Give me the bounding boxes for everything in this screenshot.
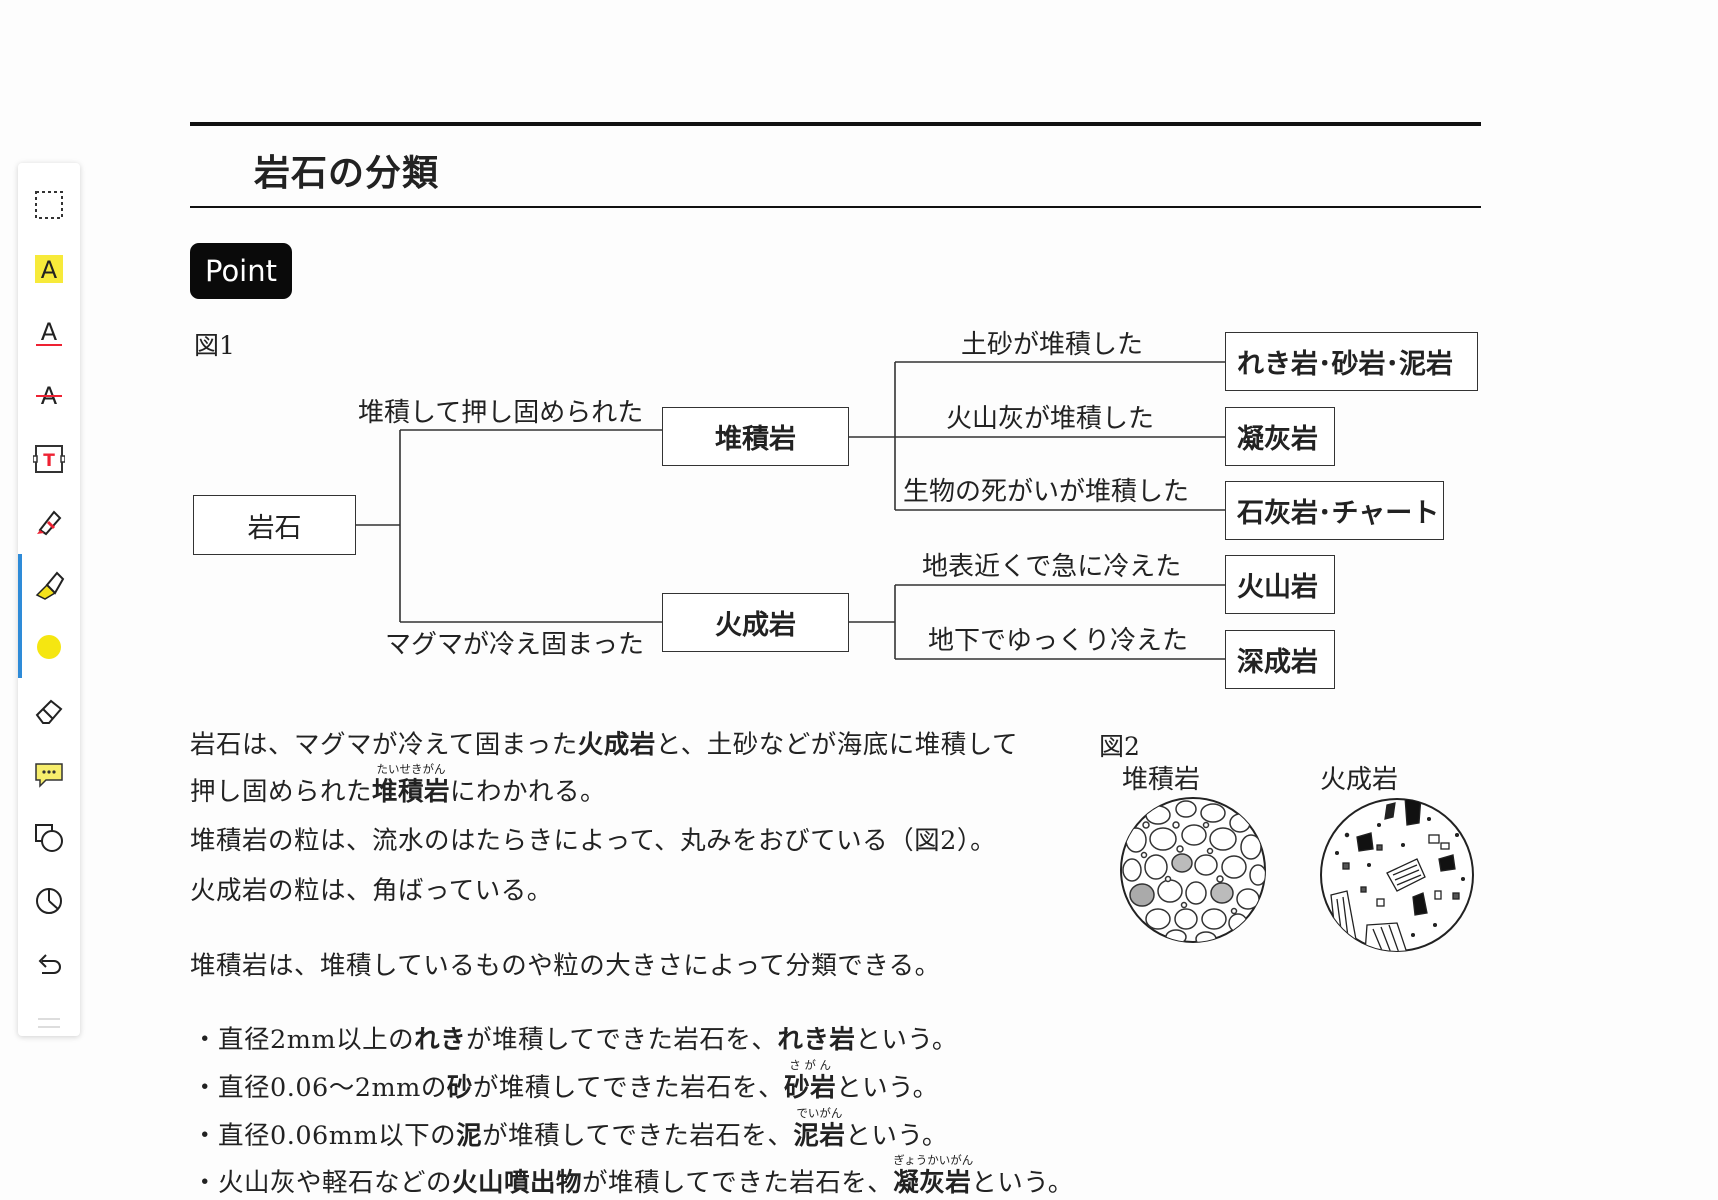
bullet-1-text-c: が堆積してできた岩石を、	[466, 1025, 778, 1055]
text-box-letter: T	[43, 451, 55, 471]
eraser-icon[interactable]	[18, 686, 80, 736]
figure2-label: 図2	[1099, 732, 1140, 761]
edge-label-sedimentary: 堆積して押し固められた	[358, 398, 644, 428]
igneous-grain-illustration	[1320, 798, 1474, 952]
p1-term-sedimentary-text: 堆積岩	[372, 777, 451, 807]
bullet-3-text-c: が堆積してできた岩石を、	[482, 1121, 794, 1151]
edge-label-organic: 生物の死がいが堆積した	[903, 477, 1190, 507]
bullet-tuff: ・火山灰や軽石などの火山噴出物が堆積してできた岩石を、ぎょうかいがん凝灰岩という…	[192, 1153, 1074, 1199]
paragraph-4: 堆積岩は、堆積しているものや粒の大きさによって分類できる。	[190, 951, 941, 981]
bullet-1-rock-text: れき岩	[777, 1025, 856, 1055]
selection-rect-icon[interactable]	[18, 180, 80, 230]
edge-label-slow-cooling: 地下でゆっくり冷えた	[928, 626, 1189, 656]
bullet-1-rock: れき岩	[777, 1025, 855, 1055]
header-top-rule	[190, 122, 1481, 126]
leaf-plutonic-rock: 深成岩	[1225, 630, 1335, 689]
edge-label-sediment: 土砂が堆積した	[961, 330, 1144, 360]
bullet-2-term: 砂	[446, 1073, 473, 1103]
toolbar-drag-handle[interactable]	[38, 1018, 60, 1028]
bullet-2-text-a: ・直径0.06～2mmの	[192, 1073, 447, 1103]
bullet-4-term: 火山噴出物	[452, 1168, 583, 1198]
page-title: 岩石の分類	[254, 153, 440, 194]
highlighter-icon[interactable]	[18, 554, 80, 616]
bullet-3-text-a: ・直径0.06mm以下の	[192, 1121, 457, 1151]
node-igneous-rock: 火成岩	[662, 593, 849, 652]
ruby-gyoukaigan: ぎょうかいがん	[893, 1153, 974, 1167]
leaf-tuff: 凝灰岩	[1225, 407, 1335, 466]
paragraph-1-line-2: 押し固められたたいせきがん堆積岩にわかれる。	[190, 762, 607, 808]
text-underline-icon[interactable]: A	[18, 308, 80, 358]
bullet-4-rock: ぎょうかいがん凝灰岩	[893, 1153, 973, 1198]
bullet-mudstone: ・直径0.06mm以下の泥が堆積してできた岩石を、でいがん泥岩という。	[192, 1106, 948, 1152]
leaf-limestone-chert: 石灰岩･チャート	[1225, 481, 1444, 540]
sedimentary-grain-illustration	[1120, 797, 1266, 943]
bullet-4-text-c: が堆積してできた岩石を、	[582, 1168, 894, 1198]
bullet-3-text-e: という。	[845, 1121, 948, 1151]
ruby-taisekigan: たいせきがん	[376, 762, 446, 776]
bullet-3-rock-text: 泥岩	[793, 1121, 846, 1151]
header-bottom-rule	[190, 206, 1481, 208]
bullet-4-rock-text: 凝灰岩	[893, 1168, 972, 1198]
bullet-2-rock-text: 砂岩	[784, 1073, 837, 1103]
bullet-1-text-a: ・直径2mm以上の	[192, 1025, 415, 1055]
annotation-toolbar: A A A T	[18, 163, 80, 1036]
p1-text-c: と、土砂などが海底に堆積して	[655, 730, 1018, 760]
bullet-3-term: 泥	[456, 1121, 483, 1151]
bullet-2-rock: さ が ん砂岩	[784, 1058, 837, 1103]
p1-term-sedimentary: たいせきがん堆積岩	[372, 762, 451, 807]
p1-text-d: 押し固められた	[190, 777, 373, 807]
bullet-4-text-e: という。	[971, 1168, 1074, 1198]
edge-label-volcanic-ash: 火山灰が堆積した	[946, 404, 1155, 434]
point-badge: Point	[190, 243, 292, 299]
bullet-conglomerate: ・直径2mm以上のれきが堆積してできた岩石を、れき岩という。	[192, 1019, 958, 1056]
p1-text-a: 岩石は、マグマが冷えて固まった	[190, 730, 578, 760]
undo-icon[interactable]	[18, 939, 80, 989]
bullet-2-text-e: という。	[836, 1073, 939, 1103]
text-highlight-icon[interactable]: A	[18, 244, 80, 294]
p1-term-igneous: 火成岩	[577, 730, 656, 760]
paragraph-2: 堆積岩の粒は、流水のはたらきによって、丸みをおびている（図2）。	[190, 826, 997, 856]
paragraph-1-line-1: 岩石は、マグマが冷えて固まった火成岩と、土砂などが海底に堆積して	[190, 724, 1018, 761]
text-highlight-letter: A	[41, 256, 58, 284]
bullet-3-rock: でいがん泥岩	[793, 1106, 846, 1151]
node-sedimentary-rock: 堆積岩	[662, 407, 849, 466]
figure2-caption-igneous: 火成岩	[1320, 765, 1399, 795]
text-underline-letter: A	[41, 318, 58, 346]
node-rock: 岩石	[193, 495, 356, 555]
leaf-volcanic-rock: 火山岩	[1225, 555, 1335, 614]
edge-label-igneous: マグマが冷え固まった	[385, 630, 644, 660]
paragraph-3: 火成岩の粒は、角ばっている。	[190, 876, 553, 906]
pie-timer-icon[interactable]	[18, 876, 80, 926]
text-box-icon[interactable]: T	[18, 434, 80, 484]
bullet-2-text-c: が堆積してできた岩石を、	[472, 1073, 785, 1103]
figure1-label: 図1	[194, 331, 235, 360]
shapes-icon[interactable]	[18, 813, 80, 863]
bullet-sandstone: ・直径0.06～2mmの砂が堆積してできた岩石を、さ が ん砂岩という。	[192, 1058, 939, 1104]
pen-icon[interactable]	[18, 496, 80, 546]
edge-label-rapid-cooling: 地表近くで急に冷えた	[922, 552, 1182, 582]
bullet-4-text-a: ・火山灰や軽石などの	[192, 1168, 453, 1198]
comment-icon[interactable]	[18, 750, 80, 800]
bullet-1-text-e: という。	[855, 1025, 958, 1055]
bullet-1-term: れき	[414, 1025, 467, 1055]
leaf-conglomerate-sandstone-mudstone: れき岩･砂岩･泥岩	[1225, 332, 1478, 391]
color-swatch-icon[interactable]	[18, 616, 80, 678]
figure2-caption-sedimentary: 堆積岩	[1122, 765, 1201, 795]
p1-text-f: にわかれる。	[450, 777, 607, 807]
ruby-sagan: さ が ん	[789, 1058, 832, 1072]
text-strikethrough-icon[interactable]: A	[18, 370, 80, 420]
ruby-deigan: でいがん	[796, 1106, 843, 1120]
